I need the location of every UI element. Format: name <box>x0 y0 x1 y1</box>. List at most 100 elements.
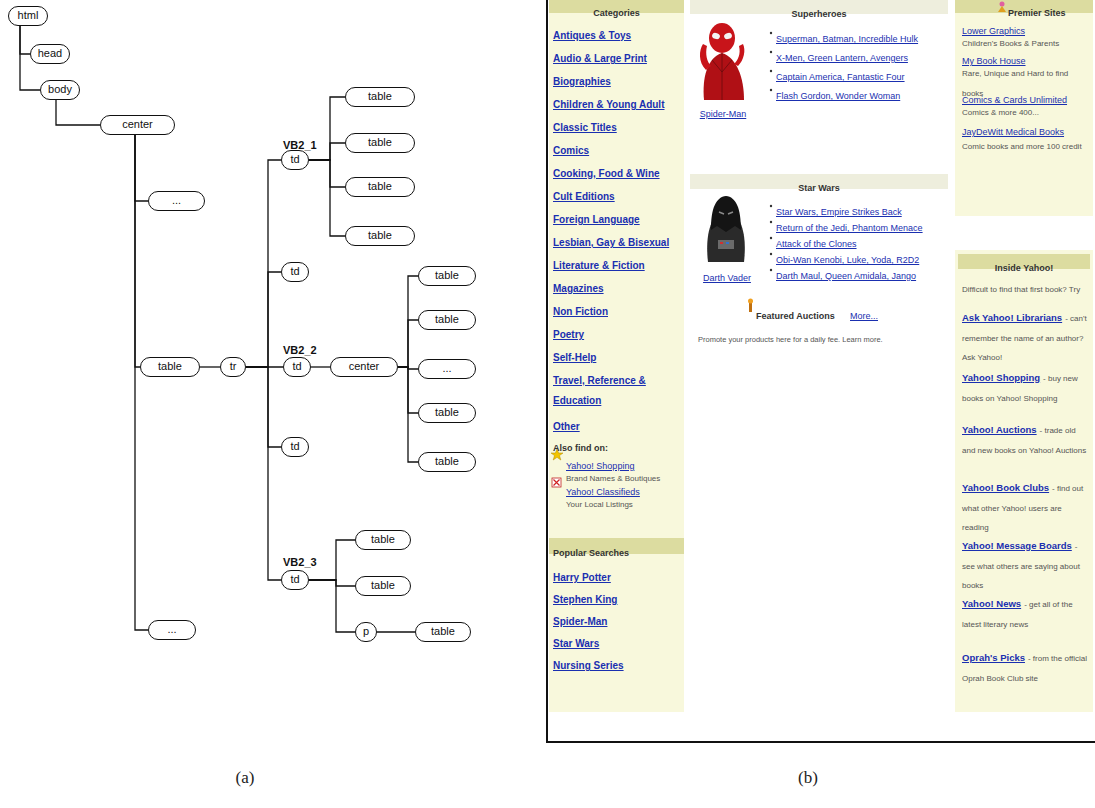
tree-node: table <box>418 310 476 330</box>
text-group: Superheroes <box>690 2 948 22</box>
text-group: (a) <box>215 768 275 789</box>
node-text: ... <box>167 623 176 635</box>
tree-connector <box>56 100 100 125</box>
page-link: Darth Vader <box>703 273 751 283</box>
page-link: My Book House <box>962 56 1026 66</box>
category-link: Non Fiction <box>553 306 608 317</box>
tree-node: td <box>281 437 309 457</box>
page-note: Children's Books & Parents <box>962 39 1059 48</box>
panel-heading: Inside Yahoo! <box>995 263 1053 273</box>
page-link: Flash Gordon, Wonder Woman <box>776 91 900 101</box>
node-text: td <box>290 153 299 165</box>
figure-arm <box>700 44 711 70</box>
category-link: Lesbian, Gay & Bisexual <box>553 237 669 248</box>
page-link: Attack of the Clones <box>776 239 857 249</box>
tree-node: tr <box>220 357 246 377</box>
tree-node: table <box>415 622 471 642</box>
text-group: Brand Names & Boutiques <box>566 466 682 486</box>
panel-heading: Star Wars <box>798 183 840 193</box>
text-group: X-Men, Green Lantern, Avengers <box>776 46 948 66</box>
tree-connector <box>246 367 281 580</box>
page-link: Return of the Jedi, Phantom Menace <box>776 223 923 233</box>
text-group: Yahoo! Book Clubs- find out what other Y… <box>962 476 1088 535</box>
text-group: Poetry <box>553 323 681 343</box>
icon-box <box>552 478 561 487</box>
panel-heading: Also find on: <box>553 443 608 453</box>
text-group: Return of the Jedi, Phantom Menace <box>776 216 948 236</box>
page-note: Comic books and more 100 credit <box>962 142 1082 151</box>
tree-connector <box>309 160 345 236</box>
subfigure-label: (b) <box>798 768 818 787</box>
text-group: Ask Yahoo! Librarians- can't remember th… <box>962 306 1088 365</box>
text-group: Captain America, Fantastic Four <box>776 65 948 85</box>
text-group: Difficult to find that first book? Try <box>962 277 1088 297</box>
text-group: Promote your products here for a daily f… <box>698 327 946 347</box>
tree-connector <box>377 631 415 632</box>
category-link: Comics <box>553 145 589 156</box>
panel-heading: Superheroes <box>791 9 846 19</box>
tree-connector <box>20 26 30 54</box>
tree-connector <box>135 135 148 201</box>
text-group: Non Fiction <box>553 300 681 320</box>
spider-man-picture <box>700 23 744 100</box>
tree-connector <box>309 160 345 187</box>
figure-chest <box>718 240 734 249</box>
node-text: table <box>435 455 459 467</box>
page-link: Yahoo! Auctions <box>962 424 1037 435</box>
screenshot-border <box>547 0 1095 742</box>
text-group: Star Wars, Empire Strikes Back <box>776 200 948 220</box>
tree-connector <box>398 276 418 367</box>
text-group: Children's Books & Parents <box>962 31 1090 51</box>
category-link: Cooking, Food & Wine <box>553 168 660 179</box>
text-group: VB2_3 <box>283 551 343 571</box>
category-link: Children & Young Adult <box>553 99 664 110</box>
text-group: Antiques & Toys <box>553 24 681 44</box>
tree-node: center <box>100 115 175 135</box>
text-group: Yahoo! Message Boards- see what others a… <box>962 534 1088 593</box>
panel-heading: Premier Sites <box>1008 8 1066 18</box>
category-link: Harry Potter <box>553 572 611 583</box>
category-link: Spider-Man <box>553 616 607 627</box>
tree-connector <box>135 135 148 630</box>
tree-connector <box>309 580 355 586</box>
text-group: Harry Potter <box>553 566 681 586</box>
text-group: Attack of the Clones <box>776 232 948 252</box>
premier-icon <box>998 2 1006 13</box>
text-group: Comics <box>553 139 681 159</box>
page-note: Difficult to find that first book? Try <box>962 285 1080 294</box>
page-link: Yahoo! Book Clubs <box>962 482 1049 493</box>
category-link: Self-Help <box>553 352 596 363</box>
node-text: p <box>363 625 369 637</box>
text-group: Magazines <box>553 277 681 297</box>
category-link: Stephen King <box>553 594 617 605</box>
tree-node: ... <box>148 620 196 640</box>
node-text: table <box>368 180 392 192</box>
page-link: Yahoo! Classifieds <box>566 487 640 497</box>
darth-vader-picture <box>707 196 745 262</box>
page-link: Comics & Cards Unlimited <box>962 95 1067 105</box>
tree-connector <box>135 135 140 367</box>
page-note: Comics & more 400... <box>962 108 1039 117</box>
figure-web <box>712 53 732 100</box>
text-group: Foreign Language <box>553 208 681 228</box>
text-group: Biographies <box>553 70 681 90</box>
tree-node: ... <box>148 191 205 211</box>
tree-node: td <box>281 570 309 590</box>
panel-ground <box>549 0 684 712</box>
text-group: Lower Graphics <box>962 19 1090 39</box>
text-group: Audio & Large Print <box>553 47 681 67</box>
panel-ground <box>955 250 1093 712</box>
tree-connector <box>309 580 355 632</box>
text-group: Superman, Batman, Incredible Hulk <box>776 27 948 47</box>
tree-node: html <box>8 6 48 26</box>
text-group: Yahoo! News- get all of the latest liter… <box>962 592 1088 631</box>
tree-connector <box>311 366 330 367</box>
node-text: table <box>435 313 459 325</box>
text-group: Star Wars <box>553 632 681 652</box>
left-panel <box>549 0 684 712</box>
page-link: Obi-Wan Kenobi, Luke, Yoda, R2D2 <box>776 255 919 265</box>
category-link: Antiques & Toys <box>553 30 631 41</box>
tree-node: p <box>355 622 377 642</box>
category-link: Other <box>553 421 580 432</box>
category-link: Cult Editions <box>553 191 615 202</box>
